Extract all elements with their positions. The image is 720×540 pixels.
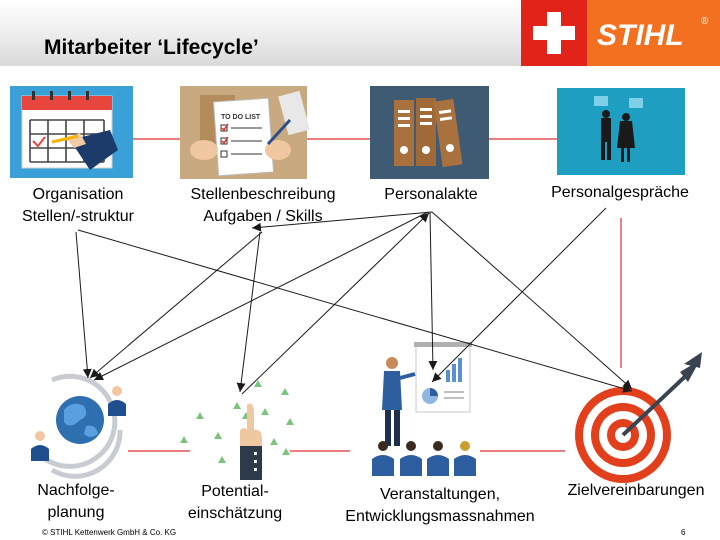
veranstaltungen-line2: Entwicklungsmassnahmen	[330, 506, 550, 528]
node-label-potential: Potential- einschätzung	[170, 481, 300, 525]
presentation-image	[372, 342, 476, 476]
arrow-organisation-to-zielvereinbarungen	[78, 230, 632, 391]
potential-line1: Potential-	[170, 481, 300, 503]
arrow-stellen-to-nachfolge	[90, 232, 262, 378]
zielvereinbarungen-line1: Zielvereinbarungen	[552, 480, 720, 502]
stellenbeschreibung-line2: Aufgaben / Skills	[168, 206, 358, 228]
arrow-organisation-to-nachfolge	[76, 232, 88, 378]
conversation-image	[557, 88, 685, 175]
arrow-stellen-to-potential	[240, 232, 260, 392]
binders-image	[370, 86, 489, 179]
nachfolge-line2: planung	[16, 502, 136, 524]
node-label-organisation: Organisation Stellen/-struktur	[6, 184, 150, 228]
arrow-personalakte-to-nachfolge	[94, 212, 428, 380]
node-label-veranstaltungen: Veranstaltungen, Entwicklungsmassnahmen	[330, 484, 550, 528]
node-label-nachfolge: Nachfolge- planung	[16, 480, 136, 524]
personalgespraeche-line1: Personalgespräche	[530, 182, 710, 204]
target-image	[575, 352, 702, 483]
calendar-image	[10, 86, 133, 178]
arrow-potential-to-personalakte	[242, 213, 429, 394]
node-label-stellenbeschreibung: Stellenbeschreibung Aufgaben / Skills	[168, 184, 358, 228]
succession-planning-image	[31, 376, 126, 476]
personalakte-line1: Personalakte	[360, 184, 502, 206]
stellenbeschreibung-line1: Stellenbeschreibung	[168, 184, 358, 206]
potential-line2: einschätzung	[170, 503, 300, 525]
nachfolge-line1: Nachfolge-	[16, 480, 136, 502]
organisation-line1: Organisation	[6, 184, 150, 206]
todo-list-text: TO DO LIST	[221, 114, 261, 121]
node-label-zielvereinbarungen: Zielvereinbarungen	[552, 480, 720, 502]
organisation-line2: Stellen/-struktur	[6, 206, 150, 228]
potential-image	[180, 380, 294, 480]
arrow-personalgespraeche-to-veranstaltungen	[432, 208, 606, 382]
node-label-personalakte: Personalakte	[360, 184, 502, 206]
veranstaltungen-line1: Veranstaltungen,	[330, 484, 550, 506]
todo-list-image: TO DO LIST	[180, 86, 310, 179]
page-number: 6	[681, 528, 685, 537]
black-arrows	[76, 208, 632, 394]
node-label-personalgespraeche: Personalgespräche	[530, 182, 710, 204]
footer-copyright: © STIHL Kettenwerk GmbH & Co. KG	[42, 528, 176, 537]
